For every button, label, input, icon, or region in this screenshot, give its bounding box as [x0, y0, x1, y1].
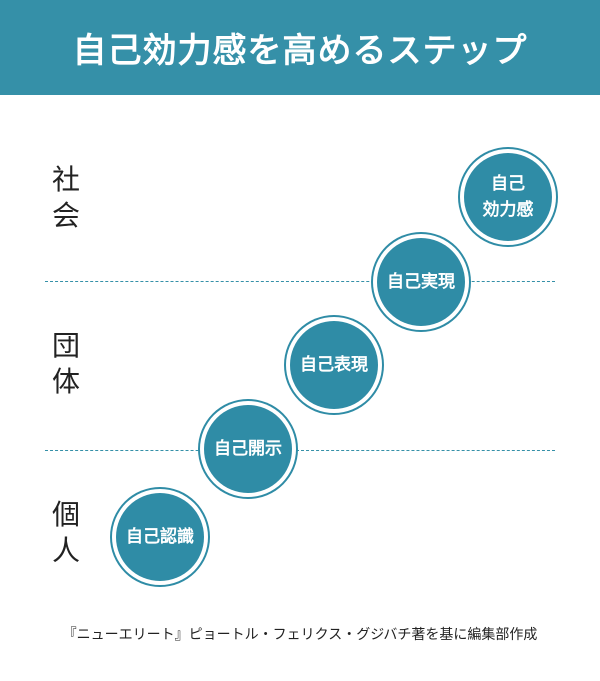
level-group: 団体 — [48, 328, 84, 400]
source-caption: 『ニューエリート』ピョートル・フェリクス・グジバチ著を基に編集部作成 — [62, 627, 538, 643]
divider-group-individual — [45, 450, 555, 451]
step-label: 効力感 — [482, 200, 534, 220]
step-self-awareness: 自己認識 — [116, 493, 204, 581]
level-label: 体 — [51, 365, 80, 398]
level-individual: 個人 — [48, 497, 84, 569]
step-self-efficacy: 自己効力感 — [464, 153, 552, 241]
step-self-disclosure: 自己開示 — [204, 405, 292, 493]
level-label: 個 — [51, 498, 80, 531]
level-label: 人 — [51, 534, 80, 567]
level-society: 社会 — [48, 162, 84, 234]
level-label: 社 — [51, 163, 80, 196]
level-label: 会 — [51, 199, 80, 232]
level-label: 団 — [51, 329, 80, 362]
step-label: 自己 — [491, 174, 525, 194]
divider-society-group — [45, 281, 555, 282]
page-title: 自己効力感を高めるステップ — [0, 0, 600, 95]
step-self-expression: 自己表現 — [290, 321, 378, 409]
step-self-actualization: 自己実現 — [377, 238, 465, 326]
